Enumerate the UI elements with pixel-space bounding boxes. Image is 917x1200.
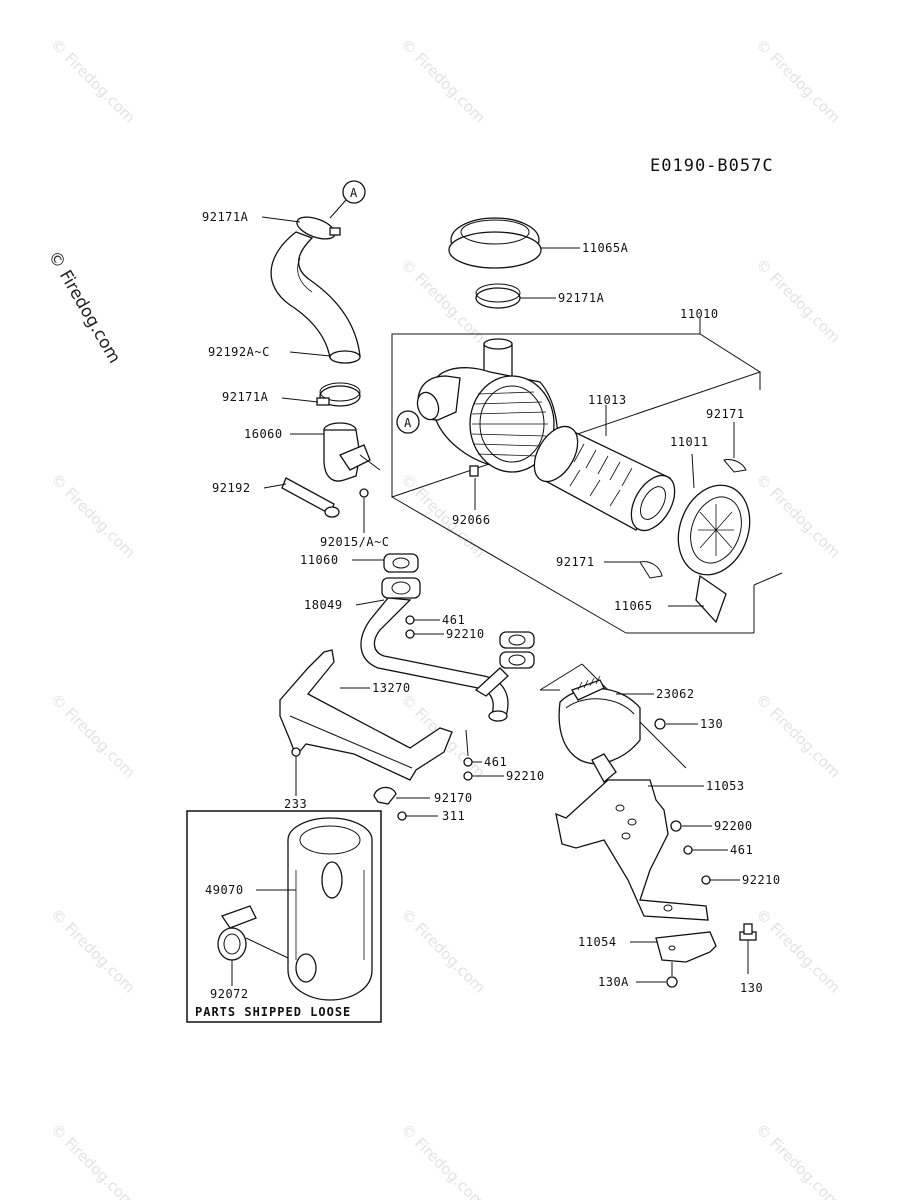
- label-92066: 92066: [452, 513, 491, 527]
- label-11011: 11011: [670, 435, 709, 449]
- watermark: © Firedog.com: [752, 690, 844, 782]
- muffler-mount-assembly: 23062 130 11053 92200 461 92210 11054 13…: [539, 663, 781, 995]
- watermark: © Firedog.com: [397, 255, 489, 347]
- sideways-watermark: © Firedog.com: [44, 248, 125, 367]
- label-92192: 92192: [212, 481, 251, 495]
- label-461-right: 461: [730, 843, 753, 857]
- watermark: © Firedog.com: [397, 905, 489, 997]
- label-92072: 92072: [210, 987, 249, 1001]
- label-13270: 13270: [372, 681, 411, 695]
- watermark: © Firedog.com: [752, 255, 844, 347]
- label-11013: 11013: [588, 393, 627, 407]
- intake-hose-assembly: A 92171A 92192A~C 92171A 16060: [202, 180, 390, 549]
- watermark: © Firedog.com: [397, 1120, 489, 1200]
- callout-a-housing-label: A: [404, 416, 412, 430]
- label-11065: 11065: [614, 599, 653, 613]
- watermark: © Firedog.com: [47, 35, 139, 127]
- label-92210-lower: 92210: [506, 769, 545, 783]
- watermark: © Firedog.com: [752, 35, 844, 127]
- callout-a-housing: [396, 410, 420, 434]
- label-92015: 92015/A~C: [320, 535, 390, 549]
- label-130-lower: 130: [740, 981, 763, 995]
- watermark: © Firedog.com: [47, 905, 139, 997]
- label-11065A: 11065A: [582, 241, 629, 255]
- label-233: 233: [284, 797, 307, 811]
- label-11010: 11010: [680, 307, 719, 321]
- label-92171-upper: 92171: [706, 407, 745, 421]
- label-92200: 92200: [714, 819, 753, 833]
- label-92171A-right: 92171A: [558, 291, 605, 305]
- label-461-upper: 461: [442, 613, 465, 627]
- label-92171A-mid: 92171A: [222, 390, 269, 404]
- watermark: © Firedog.com: [752, 1120, 844, 1200]
- label-92171A-top: 92171A: [202, 210, 249, 224]
- watermark: © Firedog.com: [752, 905, 844, 997]
- diagram-code: E0190-B057C: [650, 156, 774, 176]
- parts-shipped-loose-label: PARTS SHIPPED LOOSE: [195, 1005, 351, 1019]
- label-130-upper: 130: [700, 717, 723, 731]
- callout-a-top-label: A: [350, 186, 358, 200]
- label-11060: 11060: [300, 553, 339, 567]
- label-23062: 23062: [656, 687, 695, 701]
- label-461-lower: 461: [484, 755, 507, 769]
- label-92210-right: 92210: [742, 873, 781, 887]
- label-130A: 130A: [598, 975, 629, 989]
- label-92170: 92170: [434, 791, 473, 805]
- label-311: 311: [442, 809, 465, 823]
- parts-shipped-loose-box: 49070 92072 PARTS SHIPPED LOOSE: [186, 810, 382, 1023]
- label-92192A-C: 92192A~C: [208, 345, 270, 359]
- watermark: © Firedog.com: [47, 690, 139, 782]
- label-11053: 11053: [706, 779, 745, 793]
- callout-a-top: [342, 180, 366, 204]
- label-92171-lower: 92171: [556, 555, 595, 569]
- label-18049: 18049: [304, 598, 343, 612]
- watermark: © Firedog.com: [47, 470, 139, 562]
- label-92210-upper: 92210: [446, 627, 485, 641]
- watermark: © Firedog.com: [752, 470, 844, 562]
- watermark: © Firedog.com: [397, 35, 489, 127]
- label-16060: 16060: [244, 427, 283, 441]
- label-11054: 11054: [578, 935, 617, 949]
- label-49070: 49070: [205, 883, 244, 897]
- watermark: © Firedog.com: [47, 1120, 139, 1200]
- exhaust-assembly: 11060 18049 461 92210 13270 461 92210: [279, 553, 545, 823]
- air-cleaner-assembly: 11065A 92171A A 92066 11013: [391, 217, 783, 634]
